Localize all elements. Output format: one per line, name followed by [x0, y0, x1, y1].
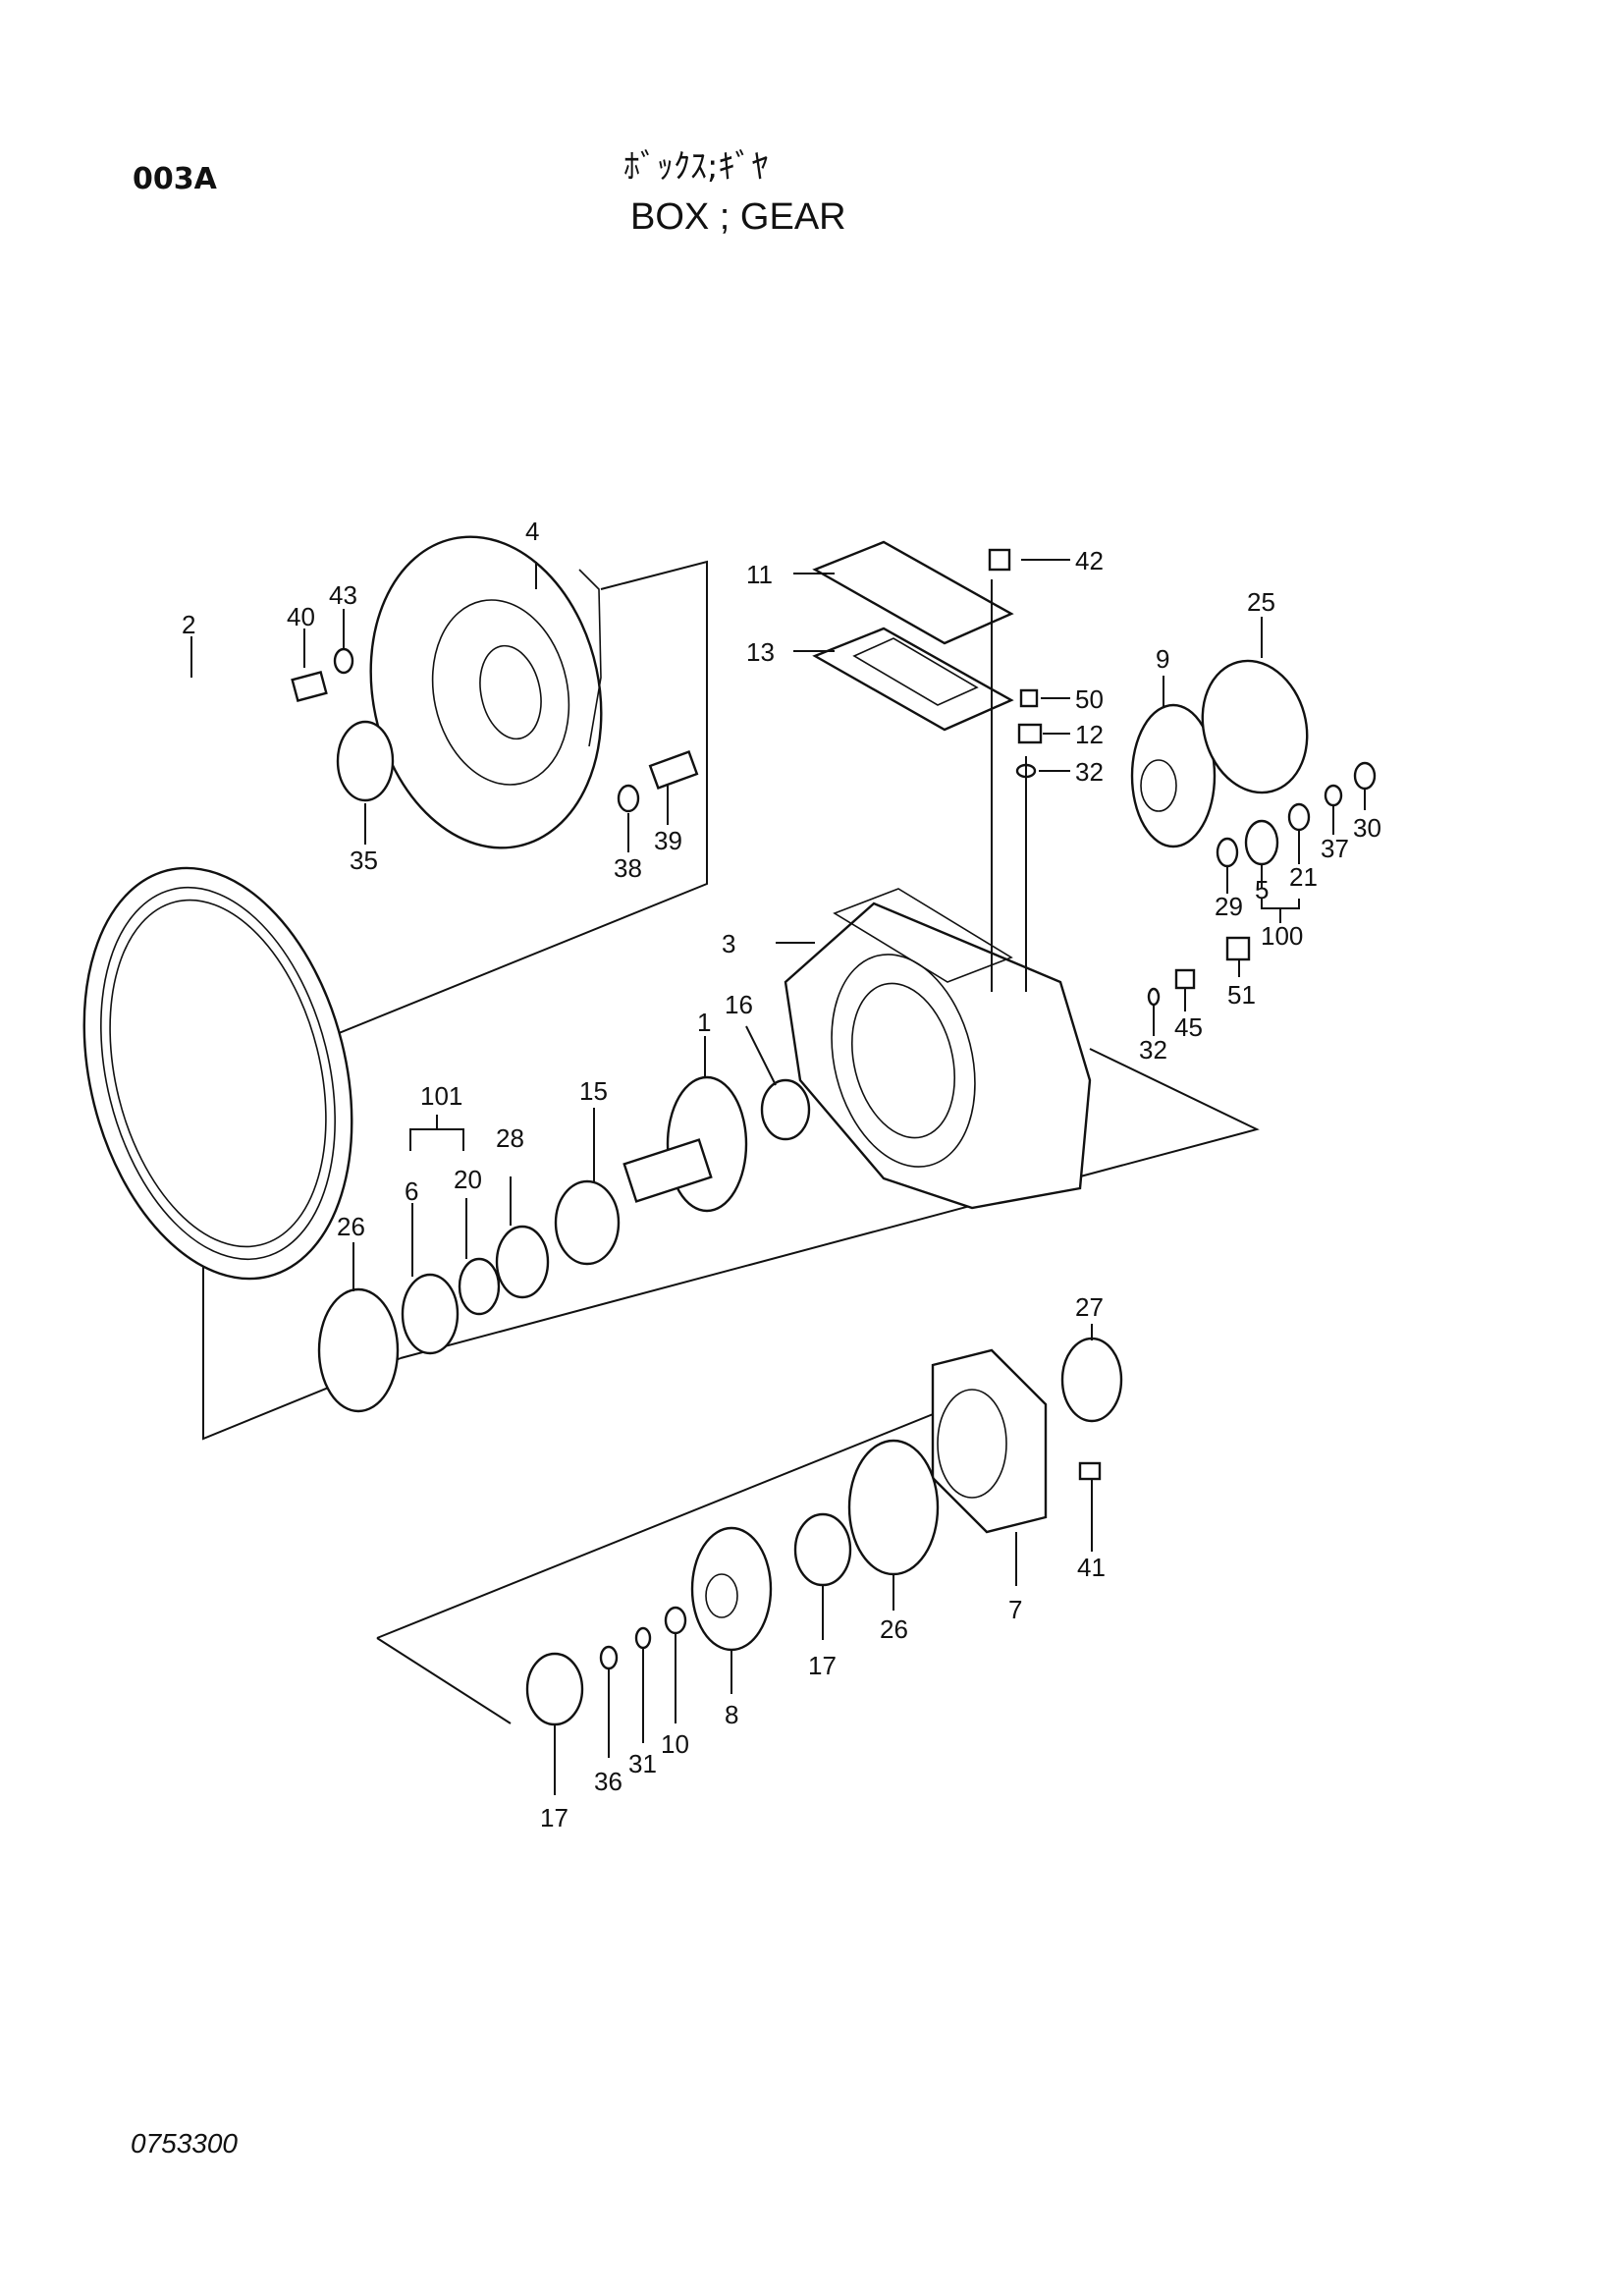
page-code: 003A — [133, 162, 217, 196]
label-part-100: 100 — [1261, 921, 1303, 951]
part-5-bearing — [1244, 819, 1279, 866]
part-39-bolt — [648, 750, 699, 790]
label-part-6: 6 — [405, 1176, 418, 1206]
label-part-50: 50 — [1075, 684, 1104, 714]
part-3-gear-case — [784, 888, 1092, 1210]
label-part-5: 5 — [1255, 875, 1269, 904]
label-part-17-upper: 17 — [808, 1651, 837, 1680]
label-part-32-lower: 32 — [1139, 1035, 1167, 1065]
part-29-snap-ring — [1216, 837, 1239, 868]
label-part-15: 15 — [579, 1076, 608, 1106]
label-part-7: 7 — [1008, 1595, 1022, 1624]
part-27-o-ring — [1060, 1337, 1123, 1423]
label-part-17-lower: 17 — [540, 1803, 568, 1832]
part-30-ring — [1353, 761, 1377, 791]
label-part-28: 28 — [496, 1123, 524, 1153]
label-part-32-upper: 32 — [1075, 757, 1104, 787]
label-part-35: 35 — [350, 846, 378, 875]
label-part-41: 41 — [1077, 1553, 1106, 1582]
label-part-27: 27 — [1075, 1292, 1104, 1322]
label-part-11: 11 — [746, 560, 773, 589]
label-part-16: 16 — [725, 990, 753, 1019]
part-6-seal — [401, 1273, 460, 1355]
label-part-1: 1 — [697, 1008, 711, 1037]
label-part-20: 20 — [454, 1165, 482, 1194]
part-42-bolt — [988, 548, 1011, 572]
leader-lines — [190, 559, 1366, 1795]
part-13-gasket — [812, 627, 1014, 732]
title-english: BOX ; GEAR — [630, 196, 846, 238]
part-1-gear-shaft — [622, 1075, 748, 1213]
part-8-gear — [690, 1526, 773, 1652]
part-40-bolt — [291, 671, 328, 702]
label-part-38: 38 — [614, 853, 642, 883]
label-part-26-upper: 26 — [337, 1212, 365, 1241]
label-part-13: 13 — [746, 637, 775, 667]
label-part-29: 29 — [1215, 892, 1243, 921]
part-12-plug — [1017, 723, 1043, 744]
part-26-o-ring-lower — [847, 1439, 940, 1576]
label-part-37: 37 — [1321, 834, 1349, 863]
part-15-bearing — [554, 1179, 621, 1266]
part-4-cover-flange — [369, 535, 603, 849]
label-part-42: 42 — [1075, 546, 1104, 575]
label-part-26-lower: 26 — [880, 1614, 908, 1644]
part-7-cover — [931, 1348, 1048, 1534]
drawing-number: 0753300 — [131, 2128, 239, 2159]
label-part-2: 2 — [182, 610, 195, 639]
label-part-40: 40 — [287, 602, 315, 631]
label-part-8: 8 — [725, 1700, 738, 1729]
part-26-o-ring — [317, 1287, 400, 1413]
part-31-ring — [634, 1626, 652, 1650]
part-21-washer — [1287, 802, 1311, 832]
label-part-39: 39 — [654, 826, 682, 855]
part-51-plug — [1225, 936, 1251, 961]
label-part-4: 4 — [525, 517, 539, 546]
label-part-43: 43 — [329, 580, 357, 610]
part-2-seal-ring — [82, 866, 353, 1281]
title-japanese: ﾎﾞｯｸｽ;ｷﾞﾔ — [623, 147, 769, 187]
label-part-101: 101 — [420, 1081, 462, 1111]
label-part-10: 10 — [661, 1729, 689, 1759]
part-37-ring — [1324, 784, 1343, 807]
part-9-gear — [1130, 703, 1217, 848]
part-25-o-ring — [1201, 659, 1309, 794]
label-part-3: 3 — [722, 929, 735, 958]
part-20-ring — [458, 1257, 501, 1316]
label-part-12: 12 — [1075, 720, 1104, 749]
part-32-o-ring-lower — [1147, 987, 1161, 1007]
part-41-bolt — [1078, 1461, 1102, 1481]
label-part-45: 45 — [1174, 1012, 1203, 1042]
assembly-frame — [202, 560, 1260, 1724]
label-part-31: 31 — [628, 1749, 657, 1778]
part-10-washer — [664, 1606, 687, 1635]
label-part-36: 36 — [594, 1767, 622, 1796]
part-16-bearing — [760, 1078, 811, 1141]
part-35-snap-ring — [336, 720, 395, 802]
label-part-51: 51 — [1227, 980, 1256, 1010]
part-17-bearing-lower — [525, 1652, 584, 1726]
label-part-9: 9 — [1156, 644, 1169, 674]
label-part-25: 25 — [1247, 587, 1275, 617]
part-17-bearing — [793, 1512, 852, 1587]
part-11-cover-plate — [812, 540, 1014, 645]
part-38-washer — [617, 784, 640, 813]
label-part-30: 30 — [1353, 813, 1381, 843]
part-36-ring — [599, 1645, 619, 1670]
part-43-washer — [333, 647, 354, 675]
part-28-o-ring — [495, 1225, 550, 1299]
part-45-plug — [1174, 968, 1196, 990]
label-part-21: 21 — [1289, 862, 1318, 892]
part-50-bolt — [1019, 688, 1039, 708]
